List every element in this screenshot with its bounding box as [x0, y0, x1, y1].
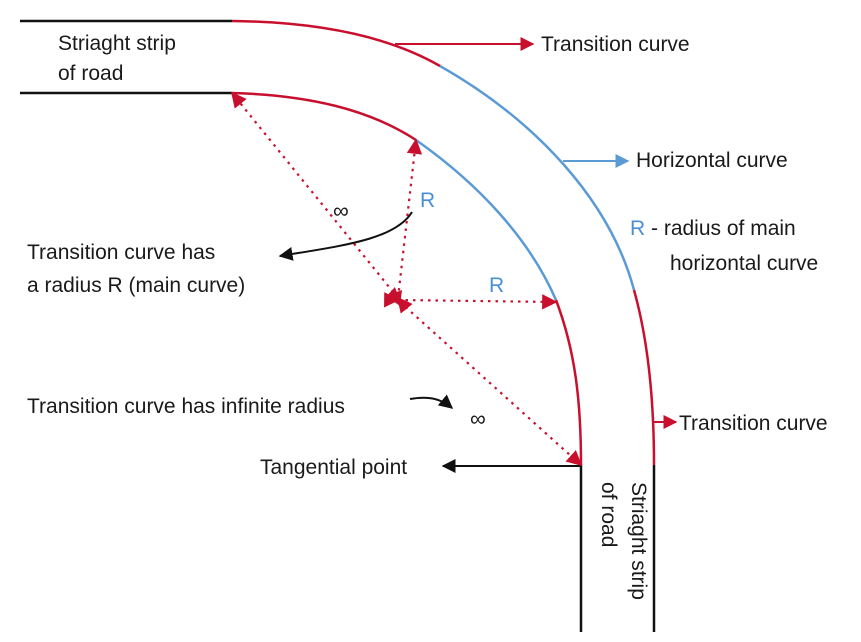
- label-transition-infinite: Transition curve has infinite radius: [27, 395, 345, 418]
- label-straight-strip-right-2: of road: [597, 482, 620, 548]
- label-horizontal-curve: Horizontal curve: [636, 149, 788, 172]
- arrow-transition-radius-r: [278, 211, 413, 261]
- label-transition-radius-1: Transition curve has: [27, 241, 216, 264]
- infinity-upper: ∞: [333, 198, 349, 223]
- label-tangential-point: Tangential point: [260, 456, 408, 479]
- center-point-marker: [386, 290, 402, 306]
- inner-horizontal-curve: [415, 138, 558, 301]
- radius-r-line-middle: [384, 292, 558, 310]
- inner-transition-curve-bottom: [554, 299, 583, 466]
- infinity-lower: ∞: [470, 406, 486, 431]
- label-transition-radius-2: a radius R (main curve): [27, 274, 246, 297]
- label-straight-strip-top-2: of road: [58, 62, 124, 85]
- inner-transition-curve-top: [231, 91, 417, 142]
- r-definition-text: - radius of main: [645, 217, 796, 240]
- label-straight-strip-right-1: Striaght strip: [627, 482, 650, 600]
- label-r-upper: R: [420, 189, 436, 212]
- r-symbol: R: [630, 217, 646, 240]
- label-transition-curve-top: Transition curve: [541, 33, 690, 56]
- infinite-radius-line-upper: [231, 91, 413, 314]
- arrow-transition-infinite: [409, 394, 454, 409]
- label-straight-strip-top-1: Striaght strip: [58, 32, 176, 55]
- infinite-radius-line-lower: [384, 287, 583, 467]
- outer-horizontal-curve: [439, 64, 636, 291]
- outer-transition-curve-bottom: [632, 289, 656, 466]
- label-r-middle: R: [489, 274, 505, 297]
- label-r-definition-2: horizontal curve: [670, 252, 819, 275]
- outer-transition-curve-top: [231, 19, 441, 68]
- label-r-definition: R - radius of main: [630, 215, 796, 243]
- label-transition-curve-bottom: Transition curve: [679, 412, 828, 435]
